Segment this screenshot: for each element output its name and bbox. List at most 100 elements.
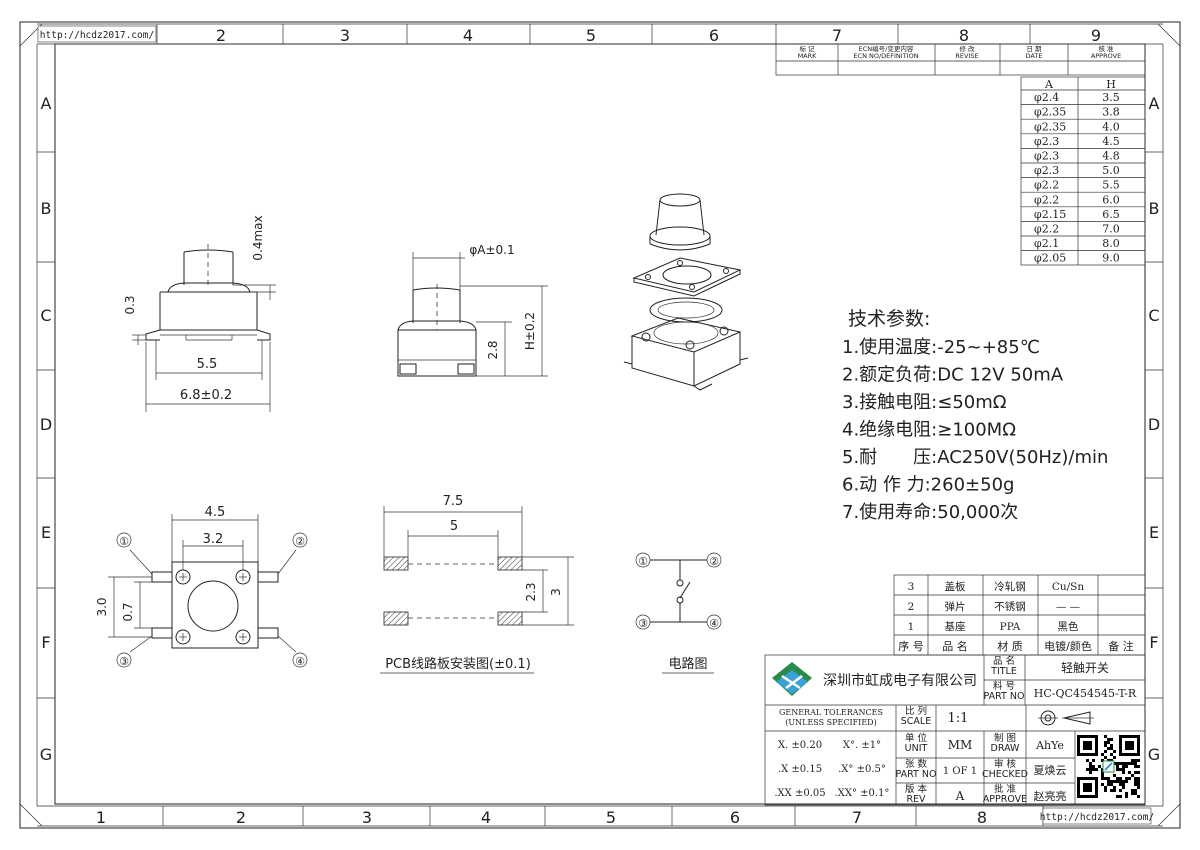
bom-cell: 不锈钢 [994, 600, 1026, 613]
outer-frame [19, 21, 1181, 829]
row-label: A [1149, 94, 1160, 113]
size-cell-a: φ2.4 [1034, 91, 1059, 104]
top-pin-4: ④ [295, 655, 305, 668]
bom-header-material: 材 质 [997, 639, 1023, 653]
dim-side-inner: 5.5 [197, 357, 218, 372]
dim-side-left: 0.3 [123, 295, 137, 314]
size-cell-a: φ2.2 [1034, 179, 1059, 192]
spec-item: 2.额定负荷:DC 12V 50mA [842, 365, 1064, 386]
dim-top-inner: 3.2 [203, 532, 224, 547]
circuit-pin-3: ③ [638, 617, 648, 630]
size-header-h: H [1106, 78, 1116, 91]
row-label: D [40, 415, 52, 434]
bom-header-remark: 备 注 [1108, 639, 1134, 653]
tolerance-linear: .XX ±0.05 [774, 788, 825, 799]
side-view: 5.5 6.8±0.2 0.3 0.4max [123, 215, 276, 412]
top-pin-3: ③ [119, 655, 129, 668]
bom-cell: 2 [908, 601, 915, 613]
col-label: 7 [832, 26, 842, 45]
col-label: 4 [463, 26, 473, 45]
bottom-column-markers: 1 2 3 4 5 6 7 8 [96, 806, 1044, 827]
bom-cell: 3 [908, 581, 915, 593]
sheet-value: 1 OF 1 [943, 766, 977, 777]
size-cell-h: 4.0 [1102, 120, 1120, 133]
row-label: B [41, 199, 52, 218]
tolerance-angular: .X° ±0.5° [838, 764, 886, 775]
top-column-markers: 2 3 4 5 6 7 8 9 [156, 24, 1101, 45]
spec-item: 3.接触电阻:≤50mΩ [842, 392, 1007, 413]
spec-item: 4.绝缘电阻:≥100MΩ [842, 420, 1016, 441]
specs-title: 技术参数: [848, 308, 930, 330]
bom-cell: — — [1056, 601, 1081, 613]
bom-cell: 1 [908, 621, 915, 633]
bom-cell: 盖板 [945, 580, 966, 593]
row-label: D [1148, 415, 1160, 434]
size-cell-a: φ2.2 [1034, 193, 1059, 206]
col-label: 8 [977, 808, 987, 827]
top-pin-2: ② [295, 535, 305, 548]
row-label: G [40, 745, 52, 764]
dim-top-v-outer: 3.0 [95, 597, 109, 616]
col-label: 9 [1091, 26, 1101, 45]
col-label: 6 [709, 26, 719, 45]
url-top: http://hcdz2017.com/ [40, 30, 154, 41]
col-label: 1 [96, 808, 106, 827]
dim-front-diameter: φA±0.1 [469, 243, 514, 257]
col-label: 5 [586, 26, 596, 45]
col-label: 2 [216, 26, 226, 45]
size-header-a: A [1044, 78, 1054, 91]
dim-side-top: 0.4max [251, 215, 265, 260]
url-bottom: http://hcdz2017.com/ [1040, 812, 1154, 823]
dim-top-outer: 4.5 [205, 505, 226, 520]
company-name: 深圳市虹成电子有限公司 [823, 672, 977, 689]
company-logo [772, 662, 812, 696]
size-cell-a: φ2.1 [1034, 237, 1059, 250]
dim-front-h: H±0.2 [523, 312, 537, 350]
tolerance-linear: X. ±0.20 [778, 740, 822, 751]
dim-top-v-inner: 0.7 [121, 602, 135, 621]
top-pin-1: ① [119, 535, 129, 548]
spec-item: 1.使用温度:-25~+85℃ [842, 337, 1040, 358]
size-cell-h: 3.5 [1102, 91, 1120, 104]
circuit-pin-1: ① [638, 555, 648, 568]
row-label: G [1148, 745, 1160, 764]
unit-value: MM [948, 738, 973, 752]
row-label: A [41, 94, 52, 113]
size-cell-a: φ2.35 [1034, 120, 1066, 133]
circuit-pin-4: ④ [709, 617, 719, 630]
size-cell-a: φ2.3 [1034, 150, 1059, 163]
size-cell-a: φ2.3 [1034, 164, 1059, 177]
scale-value: 1:1 [948, 711, 969, 726]
tolerance-angular: X°. ±1° [843, 740, 881, 751]
size-cell-h: 9.0 [1102, 252, 1120, 265]
circuit-pin-2: ② [709, 555, 719, 568]
rev-value: A [955, 789, 965, 803]
row-label: C [1148, 306, 1159, 325]
bom-cell: 弹片 [945, 600, 966, 613]
circuit-caption: 电路图 [668, 656, 707, 672]
title-value: 轻触开关 [1061, 661, 1109, 675]
exploded-view [623, 193, 749, 391]
size-cell-h: 6.0 [1102, 193, 1120, 206]
col-label: 5 [606, 808, 616, 827]
tolerance-header: GENERAL TOLERANCES(UNLESS SPECIFIED) [779, 708, 883, 727]
size-cell-h: 7.0 [1102, 223, 1120, 236]
size-cell-a: φ2.3 [1034, 135, 1059, 148]
col-label: 2 [236, 808, 246, 827]
dim-pcb-outer: 7.5 [443, 494, 464, 509]
